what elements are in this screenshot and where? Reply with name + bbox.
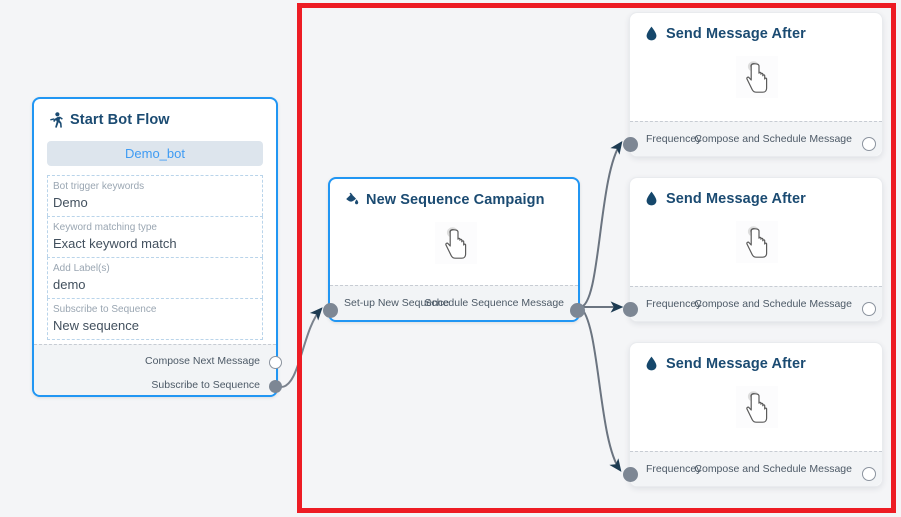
port-setup-new-sequence[interactable] [323, 303, 338, 318]
port-compose-and-schedule-message[interactable] [862, 302, 876, 316]
node-title-label: Send Message After [666, 190, 806, 207]
node-title-label: Send Message After [666, 25, 806, 42]
port-compose-and-schedule-message[interactable] [862, 467, 876, 481]
bot-name-pill[interactable]: Demo_bot [47, 141, 263, 166]
port-label-frequencey[interactable]: Frequencey [646, 298, 702, 310]
field-value: Demo [53, 195, 88, 210]
node-send-message-after-3[interactable]: Send Message After Frequencey Compose an… [623, 342, 883, 487]
node-new-sequence-campaign[interactable]: New Sequence Campaign Set-up New Sequenc… [323, 177, 585, 322]
field-label: Add Label(s) [53, 263, 110, 274]
bot-field-list: Bot trigger keywords Demo Keyword matchi… [47, 175, 263, 340]
node-send-message-after-1[interactable]: Send Message After Frequencey Compose an… [623, 12, 883, 157]
port-schedule-sequence-message[interactable] [570, 303, 585, 318]
port-label-frequencey[interactable]: Frequencey [646, 133, 702, 145]
port-label: Compose Next Message [145, 355, 260, 367]
pointing-hand-cursor-icon [435, 222, 477, 264]
field-keyword-matching-type[interactable]: Keyword matching type Exact keyword matc… [47, 216, 263, 257]
node-start-bot-flow[interactable]: Start Bot Flow Demo_bot Bot trigger keyw… [32, 97, 282, 397]
port-label: Subscribe to Sequence [151, 379, 260, 391]
pointing-hand-cursor-icon [736, 386, 778, 428]
node-title-new-sequence-campaign: New Sequence Campaign [330, 179, 578, 208]
port-label-compose-and-schedule-message[interactable]: Compose and Schedule Message [694, 463, 852, 475]
field-add-labels[interactable]: Add Label(s) demo [47, 257, 263, 298]
droplet-icon [644, 25, 659, 42]
droplet-icon [644, 355, 659, 372]
port-label-setup-new-sequence[interactable]: Set-up New Sequence [344, 297, 450, 309]
running-person-icon [48, 111, 63, 128]
node-footer-send-message-after-3: Frequencey Compose and Schedule Message [630, 451, 882, 486]
port-label-schedule-sequence-message[interactable]: Schedule Sequence Message [424, 297, 564, 309]
node-footer-new-sequence-campaign: Set-up New Sequence Schedule Sequence Me… [330, 285, 578, 320]
node-title-label: Start Bot Flow [70, 111, 170, 128]
field-subscribe-to-sequence[interactable]: Subscribe to Sequence New sequence [47, 298, 263, 340]
port-label-frequencey[interactable]: Frequencey [646, 463, 702, 475]
port-label-compose-and-schedule-message[interactable]: Compose and Schedule Message [694, 133, 852, 145]
pointing-hand-cursor-icon [736, 221, 778, 263]
field-value: Exact keyword match [53, 236, 177, 251]
field-label: Bot trigger keywords [53, 181, 145, 192]
port-frequencey[interactable] [623, 302, 638, 317]
port-label-compose-and-schedule-message[interactable]: Compose and Schedule Message [694, 298, 852, 310]
highlight-rectangle [297, 3, 896, 513]
port-frequencey[interactable] [623, 467, 638, 482]
bot-name-label: Demo_bot [125, 146, 185, 161]
port-frequencey[interactable] [623, 137, 638, 152]
field-value: demo [53, 277, 86, 292]
node-title-send-message-after-2: Send Message After [630, 178, 882, 207]
field-label: Subscribe to Sequence [53, 304, 157, 315]
node-title-start-bot-flow: Start Bot Flow [34, 99, 276, 128]
port-row-subscribe-to-sequence[interactable]: Subscribe to Sequence [151, 379, 260, 391]
node-send-message-after-2[interactable]: Send Message After Frequencey Compose an… [623, 177, 883, 322]
node-title-label: Send Message After [666, 355, 806, 372]
port-subscribe-to-sequence[interactable] [269, 380, 282, 393]
node-title-send-message-after-3: Send Message After [630, 343, 882, 372]
port-row-compose-next-message[interactable]: Compose Next Message [145, 355, 260, 367]
droplet-icon [644, 190, 659, 207]
field-label: Keyword matching type [53, 222, 157, 233]
paint-pour-icon [344, 191, 359, 208]
field-bot-trigger-keywords[interactable]: Bot trigger keywords Demo [47, 175, 263, 216]
node-title-send-message-after-1: Send Message After [630, 13, 882, 42]
field-value: New sequence [53, 318, 139, 333]
node-footer-send-message-after-1: Frequencey Compose and Schedule Message [630, 121, 882, 156]
node-footer-start-bot-flow: Compose Next Message Subscribe to Sequen… [34, 344, 276, 395]
pointing-hand-cursor-icon [736, 56, 778, 98]
node-footer-send-message-after-2: Frequencey Compose and Schedule Message [630, 286, 882, 321]
node-title-label: New Sequence Campaign [366, 191, 545, 208]
port-compose-and-schedule-message[interactable] [862, 137, 876, 151]
port-compose-next-message[interactable] [269, 356, 282, 369]
